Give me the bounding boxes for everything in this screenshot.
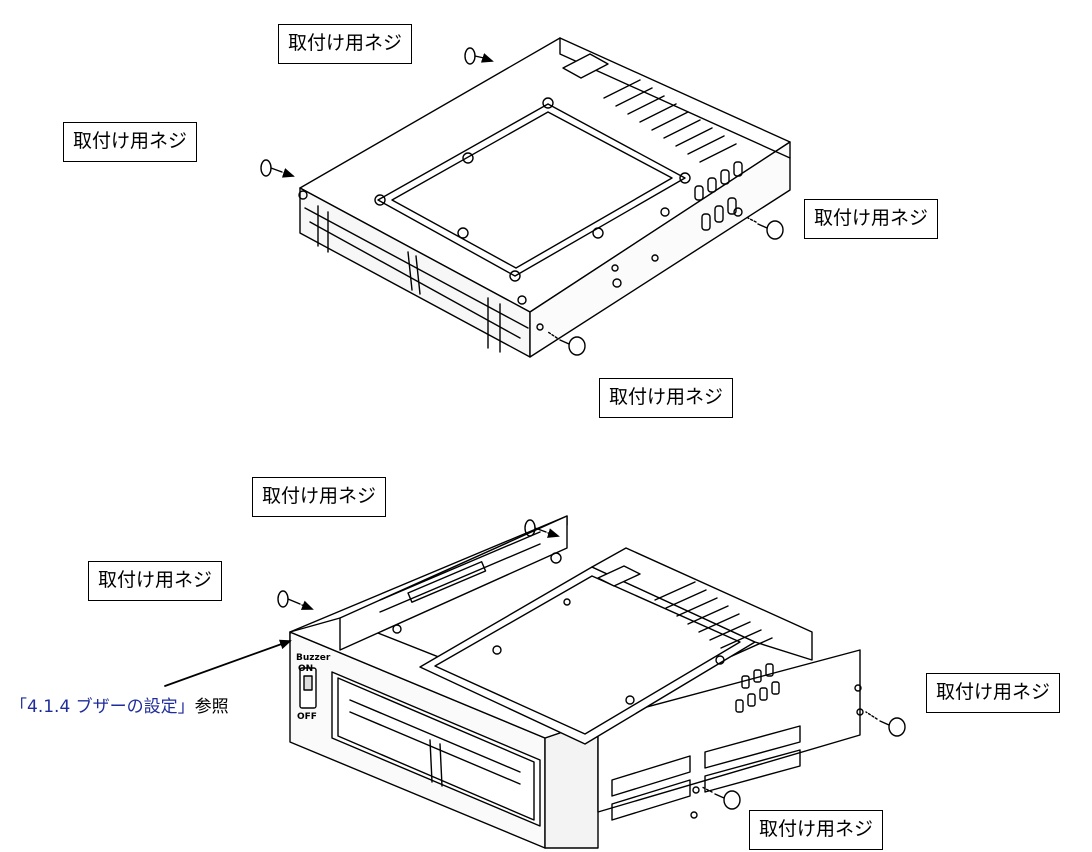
screw-top-right [747, 217, 784, 240]
buzzer-settings-link[interactable]: 「4.1.4 ブザーの設定」 [10, 697, 195, 717]
buzzer-label: Buzzer [296, 653, 331, 663]
callout-screw-top-bottom: 取付け用ネジ [599, 378, 734, 418]
screw-bottom-right [865, 711, 906, 737]
callout-screw-bottom-bottom: 取付け用ネジ [749, 810, 884, 850]
tray-top-illustration [298, 37, 791, 358]
screw-bottom-upper [524, 519, 560, 538]
buzzer-on-label: ON [298, 664, 313, 674]
reference-suffix: 参照 [194, 697, 229, 717]
frame-bottom-illustration [289, 515, 864, 849]
buzzer-reference-note: 「4.1.4 ブザーの設定」参照 [10, 692, 229, 717]
callout-screw-bottom-right: 取付け用ネジ [926, 673, 1061, 713]
callout-screw-bottom-upper: 取付け用ネジ [252, 477, 387, 517]
screw-top-upper [464, 47, 494, 65]
callout-screw-top-right: 取付け用ネジ [804, 199, 939, 239]
screw-top-bottom [547, 331, 586, 356]
screw-bottom-left [277, 590, 314, 610]
callout-screw-bottom-left: 取付け用ネジ [88, 561, 223, 601]
screw-top-left [260, 159, 295, 178]
callout-screw-top-upper: 取付け用ネジ [278, 24, 413, 64]
reference-arrow [164, 639, 292, 687]
buzzer-off-label: OFF [297, 712, 317, 722]
callout-screw-top-left: 取付け用ネジ [63, 122, 198, 162]
screw-bottom-bottom [701, 786, 741, 810]
